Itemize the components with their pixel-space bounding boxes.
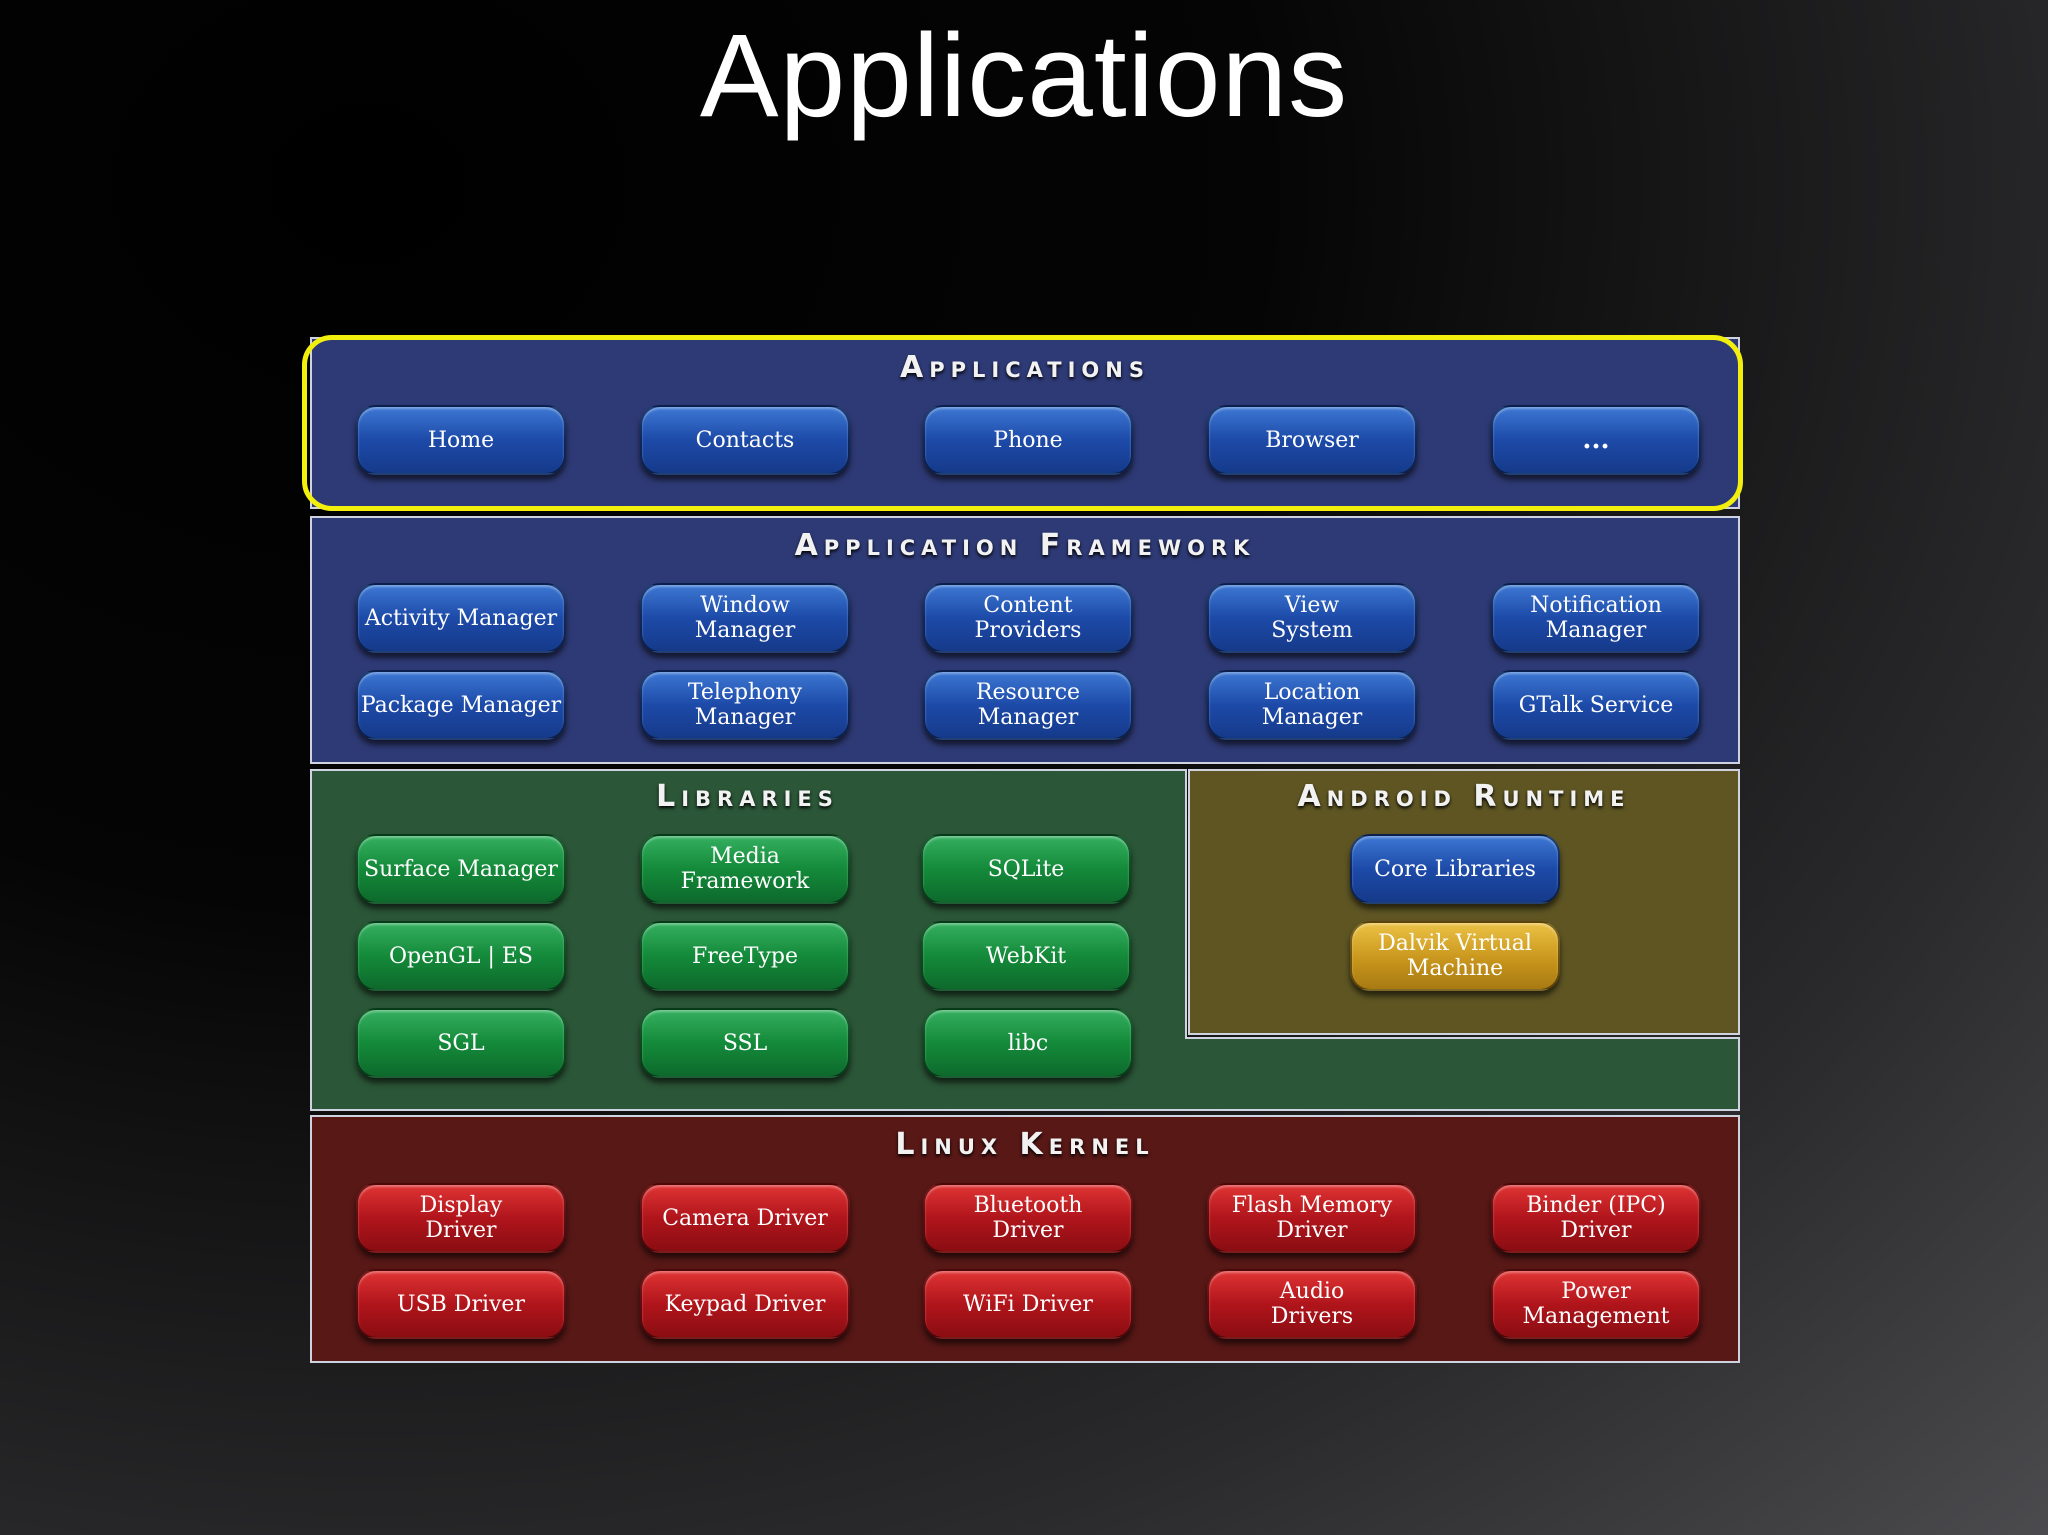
lib-media-framework: Media Framework — [640, 834, 850, 904]
kernel-layer-title: Linux Kernel — [895, 1127, 1155, 1162]
applications-layer-title: Applications — [900, 350, 1150, 385]
fw-activity-manager: Activity Manager — [356, 583, 566, 653]
slide-title: Applications — [699, 10, 1349, 142]
fw-resource-manager: Resource Manager — [923, 670, 1133, 740]
fw-package-manager: Package Manager — [356, 670, 566, 740]
app-more: ... — [1491, 405, 1701, 475]
kernel-camera-driver: Camera Driver — [640, 1183, 850, 1253]
kernel-audio-drivers: Audio Drivers — [1207, 1269, 1417, 1339]
kernel-binder-ipc-driver: Binder (IPC) Driver — [1491, 1183, 1701, 1253]
fw-view-system: View System — [1207, 583, 1417, 653]
kernel-bluetooth-driver: Bluetooth Driver — [923, 1183, 1133, 1253]
lib-opengl-es: OpenGL | ES — [356, 921, 566, 991]
lib-ssl: SSL — [640, 1008, 850, 1078]
app-browser: Browser — [1207, 405, 1417, 475]
lib-libc: libc — [923, 1008, 1133, 1078]
framework-layer-title: Application Framework — [794, 528, 1256, 563]
applications-highlight — [302, 335, 1743, 511]
rt-dalvik-vm: Dalvik Virtual Machine — [1350, 921, 1560, 991]
fw-location-manager: Location Manager — [1207, 670, 1417, 740]
kernel-power-management: Power Management — [1491, 1269, 1701, 1339]
rt-core-libraries: Core Libraries — [1350, 834, 1560, 904]
lib-surface-manager: Surface Manager — [356, 834, 566, 904]
lib-sgl: SGL — [356, 1008, 566, 1078]
kernel-flash-memory-driver: Flash Memory Driver — [1207, 1183, 1417, 1253]
libraries-layer-title: Libraries — [656, 779, 839, 814]
app-contacts: Contacts — [640, 405, 850, 475]
runtime-layer-title: Android Runtime — [1297, 779, 1631, 814]
app-home: Home — [356, 405, 566, 475]
fw-notification-manager: Notification Manager — [1491, 583, 1701, 653]
fw-telephony-manager: Telephony Manager — [640, 670, 850, 740]
fw-gtalk-service: GTalk Service — [1491, 670, 1701, 740]
fw-content-providers: Content Providers — [923, 583, 1133, 653]
lib-freetype: FreeType — [640, 921, 850, 991]
lib-webkit: WebKit — [921, 921, 1131, 991]
kernel-display-driver: Display Driver — [356, 1183, 566, 1253]
kernel-usb-driver: USB Driver — [356, 1269, 566, 1339]
kernel-wifi-driver: WiFi Driver — [923, 1269, 1133, 1339]
kernel-keypad-driver: Keypad Driver — [640, 1269, 850, 1339]
lib-sqlite: SQLite — [921, 834, 1131, 904]
fw-window-manager: Window Manager — [640, 583, 850, 653]
app-phone: Phone — [923, 405, 1133, 475]
